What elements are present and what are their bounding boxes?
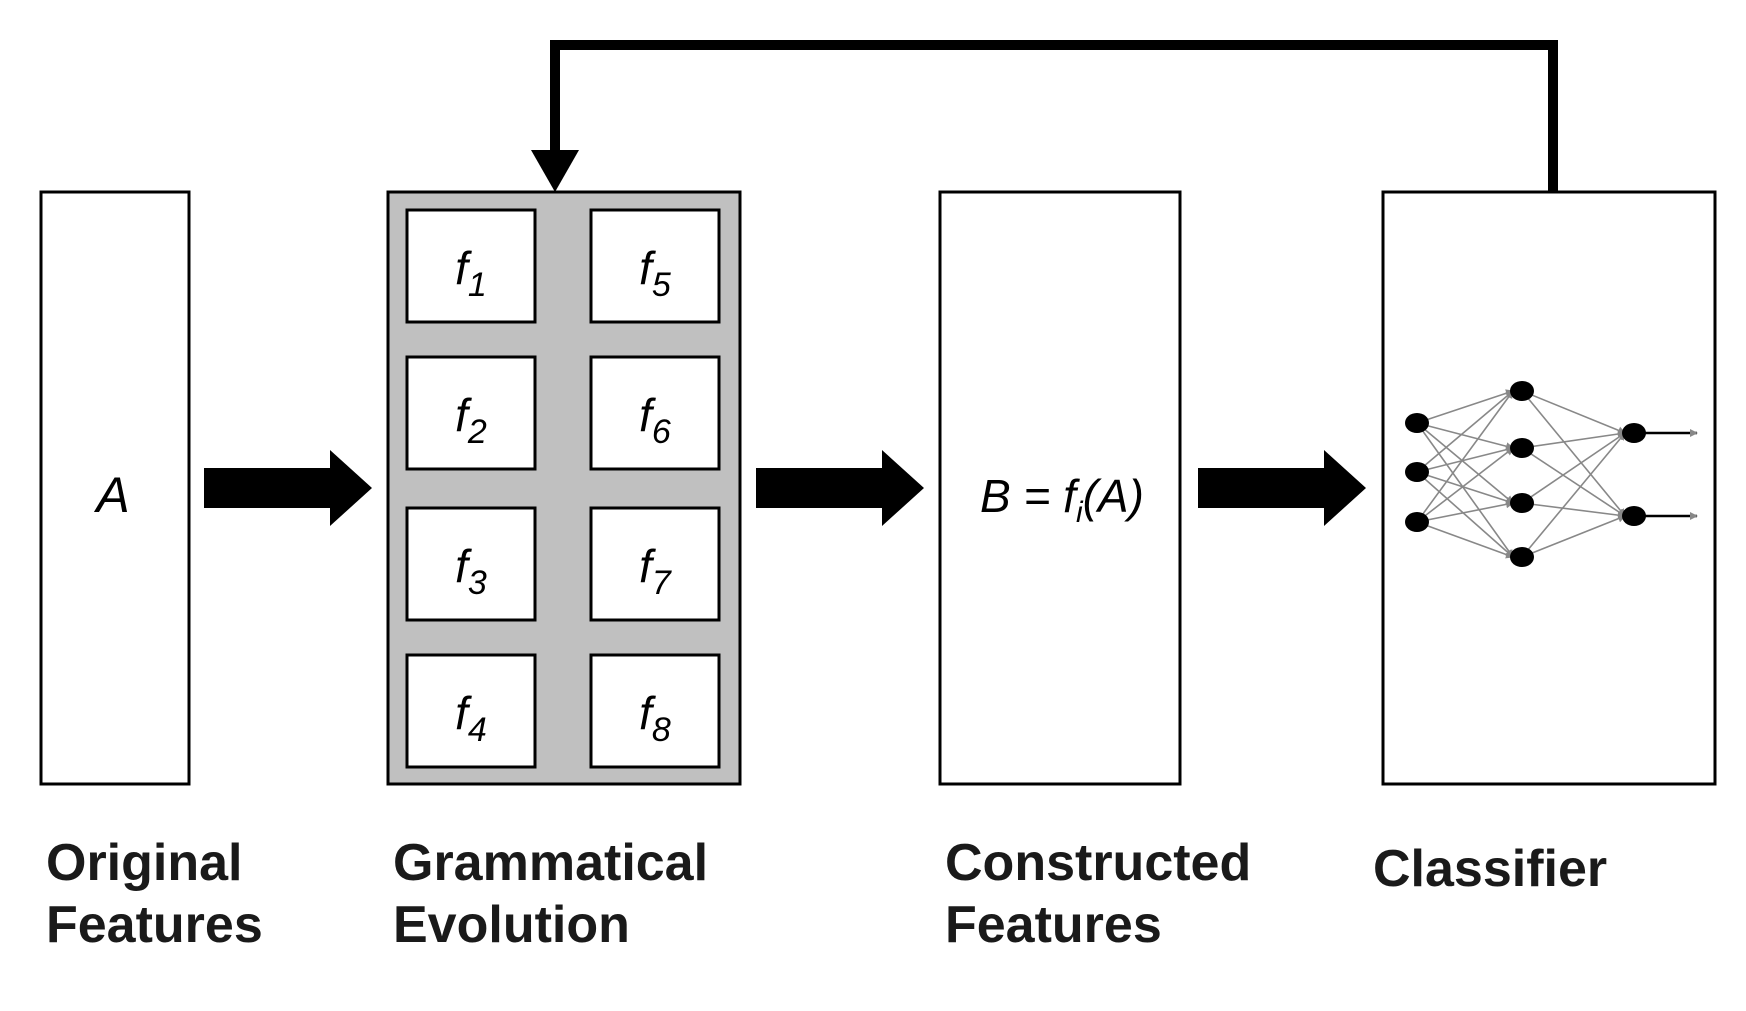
svg-text:f3: f3 — [455, 540, 487, 602]
constructed-features-formula: B = fi(A) — [980, 470, 1144, 529]
svg-text:f8: f8 — [639, 687, 671, 749]
original-features-caption: Original — [46, 834, 242, 892]
function-cell-f8: f8 — [589, 653, 721, 769]
constructed-features-caption: Constructed — [945, 834, 1251, 892]
arrow-constructed-to-classifier — [1198, 450, 1366, 526]
function-cell-f5: f5 — [589, 208, 721, 324]
grammatical-evolution-caption-line2: Evolution — [393, 896, 630, 954]
function-cell-f3: f3 — [405, 506, 537, 622]
arrow-original-to-ge — [204, 450, 372, 526]
function-cell-f6: f6 — [589, 355, 721, 471]
svg-text:f6: f6 — [639, 389, 671, 451]
neural-network-icon — [1405, 381, 1698, 567]
function-cell-f7: f7 — [589, 506, 721, 622]
original-features-caption-line2: Features — [46, 896, 263, 954]
constructed-features-box: B = fi(A) — [938, 190, 1182, 786]
feedback-arrow — [531, 40, 1558, 192]
svg-text:f5: f5 — [639, 242, 671, 304]
grammatical-evolution-box: f1 f2 f3 f4 f5 — [386, 190, 742, 786]
original-features-box: A — [39, 190, 191, 786]
arrow-ge-to-constructed — [756, 450, 924, 526]
svg-text:f1: f1 — [455, 242, 487, 304]
classifier-caption: Classifier — [1373, 840, 1607, 898]
grammatical-evolution-caption: Grammatical — [393, 834, 708, 892]
svg-text:f4: f4 — [455, 687, 487, 749]
constructed-features-caption-line2: Features — [945, 896, 1162, 954]
original-features-symbol: A — [93, 467, 129, 523]
function-cell-f4: f4 — [405, 653, 537, 769]
function-cell-f1: f1 — [405, 208, 537, 324]
function-cell-f2: f2 — [405, 355, 537, 471]
classifier-box — [1381, 190, 1717, 786]
svg-text:f2: f2 — [455, 389, 487, 451]
svg-text:f7: f7 — [639, 540, 672, 602]
